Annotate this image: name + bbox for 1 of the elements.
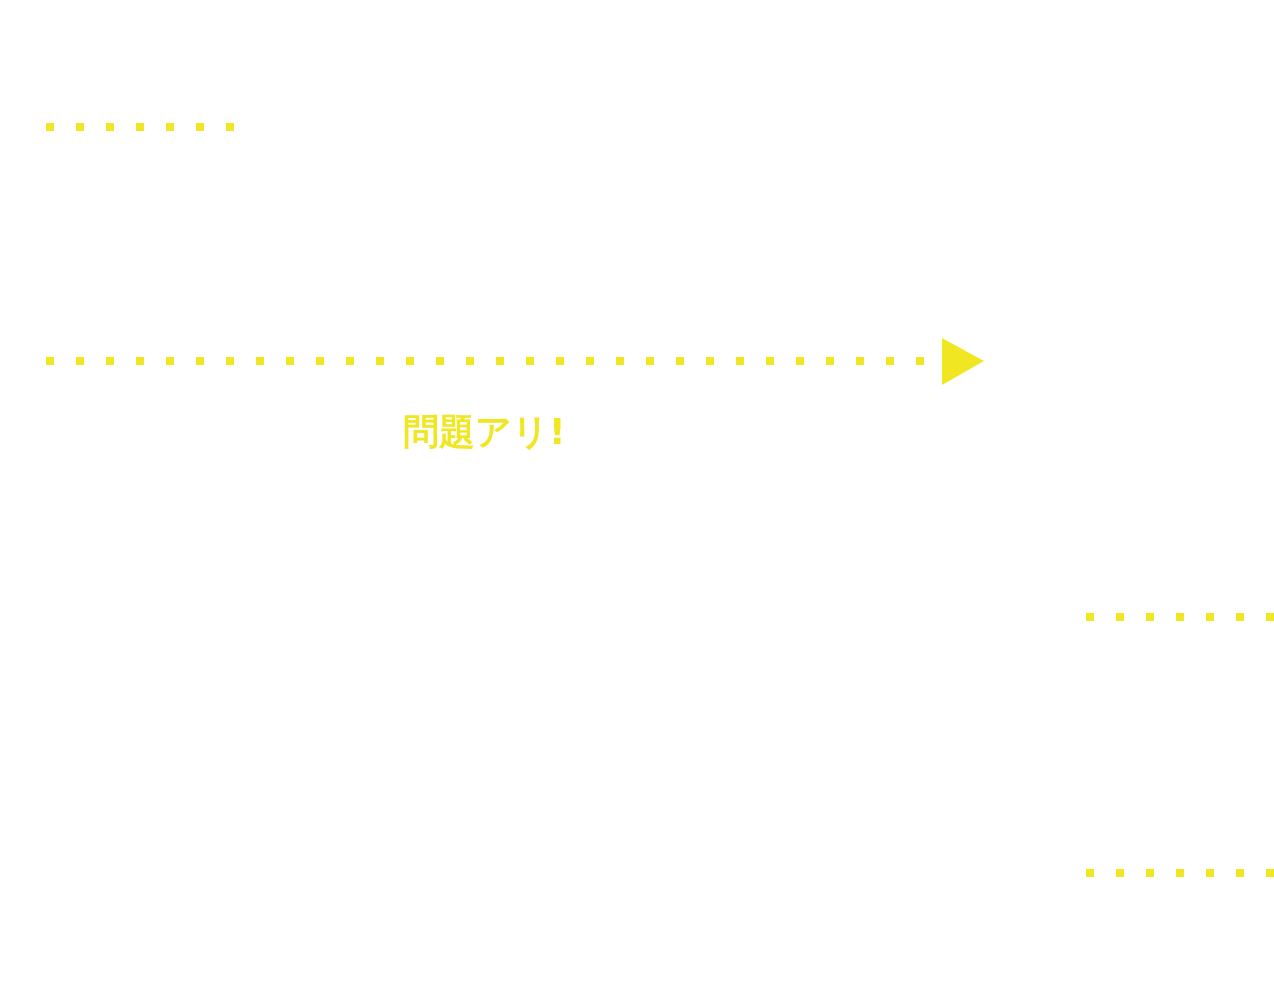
- warning-text: 問題アリ!: [403, 414, 566, 450]
